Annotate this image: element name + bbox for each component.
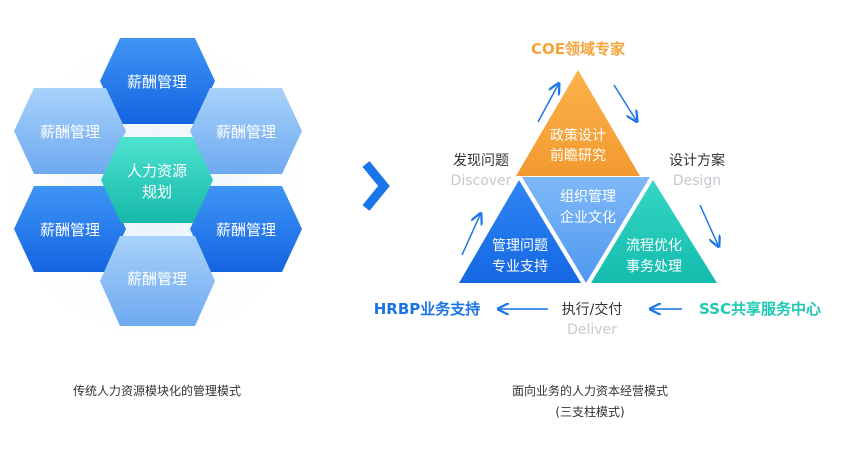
hex-top-label: 薪酬管理 bbox=[127, 73, 187, 91]
discover-cn: 发现问题 bbox=[453, 153, 509, 169]
tri-left-line1: 管理问题 bbox=[492, 238, 548, 254]
coe-label: COE领域专家 bbox=[531, 40, 625, 58]
discover-en: Discover bbox=[451, 173, 512, 189]
arrow-up-right-icon bbox=[537, 85, 558, 123]
tri-mid-line2: 企业文化 bbox=[560, 209, 616, 226]
arrow-up-right-icon bbox=[461, 215, 480, 256]
hrbp-label: HRBP业务支持 bbox=[374, 300, 481, 318]
tri-top-line2: 前瞻研究 bbox=[550, 147, 606, 164]
tri-right-line1: 流程优化 bbox=[626, 238, 682, 254]
hex-center: 人力资源 规划 bbox=[101, 137, 213, 223]
triangle-top: 政策设计 前瞻研究 bbox=[516, 70, 640, 176]
hex-lower-right-label: 薪酬管理 bbox=[216, 221, 276, 239]
right-caption-line2: (三支柱模式) bbox=[555, 404, 624, 419]
arrow-down-right-icon bbox=[699, 204, 718, 245]
hex-lower-left: 薪酬管理 bbox=[14, 186, 126, 272]
left-caption: 传统人力资源模块化的管理模式 bbox=[73, 383, 241, 398]
right-caption-line1: 面向业务的人力资本经营模式 bbox=[512, 383, 668, 398]
tri-left-line2: 专业支持 bbox=[492, 259, 548, 275]
hex-lower-left-label: 薪酬管理 bbox=[40, 221, 100, 239]
hex-center-line1: 人力资源 bbox=[127, 162, 187, 180]
hex-bottom: 薪酬管理 bbox=[100, 236, 215, 326]
deliver-cn: 执行/交付 bbox=[562, 301, 623, 318]
deliver-en: Deliver bbox=[567, 322, 617, 338]
ssc-label: SSC共享服务中心 bbox=[699, 300, 821, 318]
hex-upper-left-label: 薪酬管理 bbox=[40, 123, 100, 141]
tri-top-line1: 政策设计 bbox=[550, 127, 606, 144]
hex-lower-right: 薪酬管理 bbox=[190, 186, 302, 272]
chevron-right-icon bbox=[362, 161, 390, 211]
tri-right-line2: 事务处理 bbox=[626, 259, 682, 275]
design-cn: 设计方案 bbox=[669, 152, 725, 169]
hex-center-line2: 规划 bbox=[142, 183, 172, 201]
triangle-middle: 组织管理 企业文化 bbox=[522, 177, 650, 283]
hex-upper-right-label: 薪酬管理 bbox=[216, 123, 276, 141]
design-en: Design bbox=[673, 173, 721, 189]
hex-top: 薪酬管理 bbox=[100, 38, 215, 124]
tri-mid-line1: 组织管理 bbox=[560, 189, 616, 205]
triangle-left: 管理问题 专业支持 bbox=[459, 180, 581, 283]
hex-upper-right: 薪酬管理 bbox=[190, 88, 302, 174]
hex-bottom-label: 薪酬管理 bbox=[127, 270, 187, 288]
triangle-right: 流程优化 事务处理 bbox=[591, 180, 717, 283]
hex-upper-left: 薪酬管理 bbox=[14, 88, 126, 174]
arrow-down-right-icon bbox=[613, 84, 636, 120]
